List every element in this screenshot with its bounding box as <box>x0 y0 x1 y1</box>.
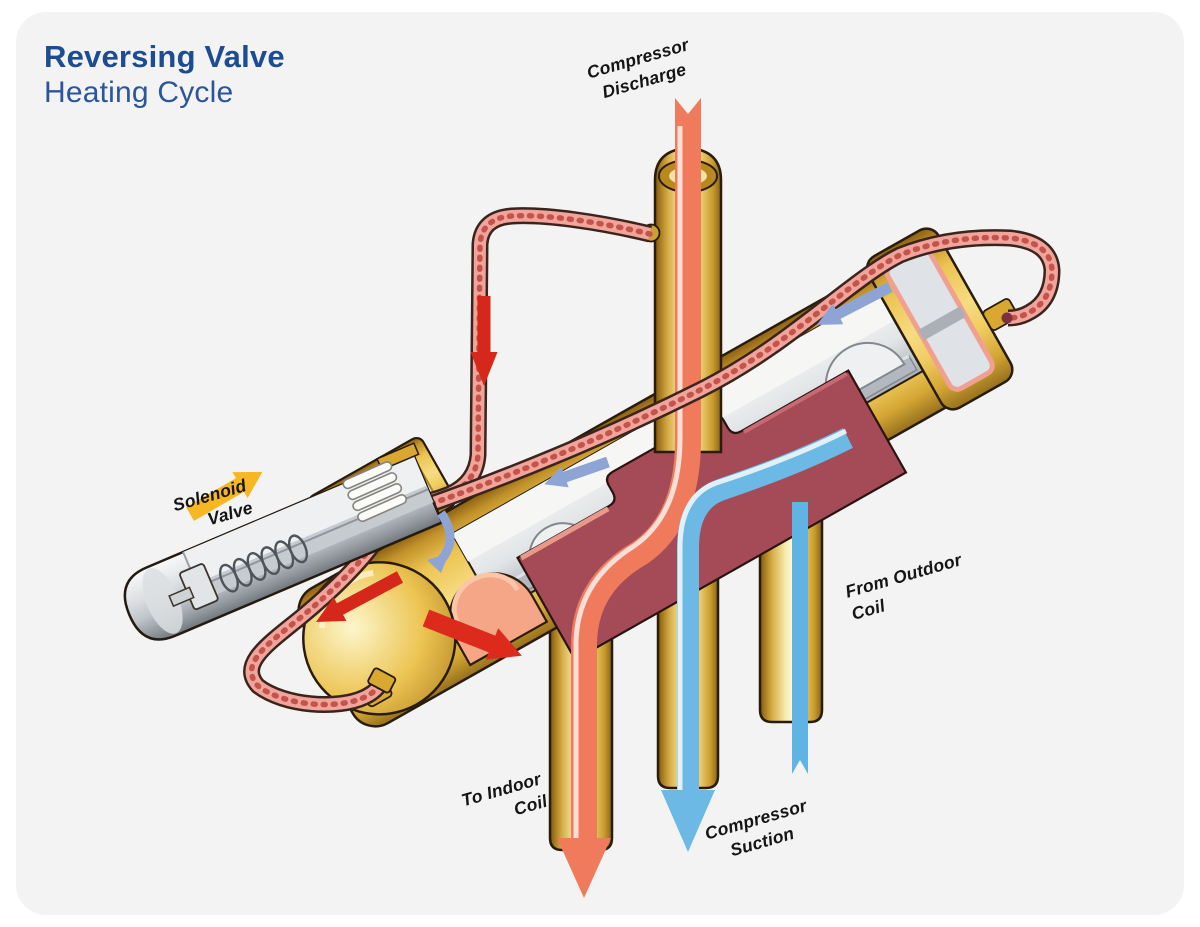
cold-gas-suction-ribbon <box>661 428 853 852</box>
pilot-flow-arrow-mid <box>544 456 610 488</box>
pilot-capillary-right-end <box>419 229 1061 516</box>
figure-title: Reversing Valve Heating Cycle <box>44 38 285 111</box>
pilot-flow-curved-arrow <box>427 510 455 573</box>
hot-flow-arrow-into-valve <box>422 609 522 660</box>
cold-gas-outdoor-ribbon <box>792 502 808 774</box>
title-line-1: Reversing Valve <box>44 39 285 74</box>
hot-flow-arrow-down-left <box>316 571 404 622</box>
to-indoor-arrowhead <box>557 838 611 898</box>
suction-arrowhead <box>661 790 715 852</box>
solenoid-spring <box>218 534 309 593</box>
pilot-manifold-fittings <box>342 461 408 523</box>
left-nipple-fitting <box>367 667 397 694</box>
hot-gas-flow-ribbon <box>557 98 701 898</box>
solenoid-energize-arrow <box>186 471 263 521</box>
hot-flow-arrow-down <box>470 296 498 386</box>
valve-right-end-frame <box>865 227 1014 411</box>
title-line-2: Heating Cycle <box>44 76 234 110</box>
pilot-capillary-left-loop <box>243 517 396 713</box>
capillary-joint-ring <box>1001 312 1013 324</box>
from-outdoor-tail-notch <box>792 740 808 774</box>
pilot-flow-arrow-right-end <box>816 282 893 325</box>
solenoid-plunger <box>168 563 219 611</box>
